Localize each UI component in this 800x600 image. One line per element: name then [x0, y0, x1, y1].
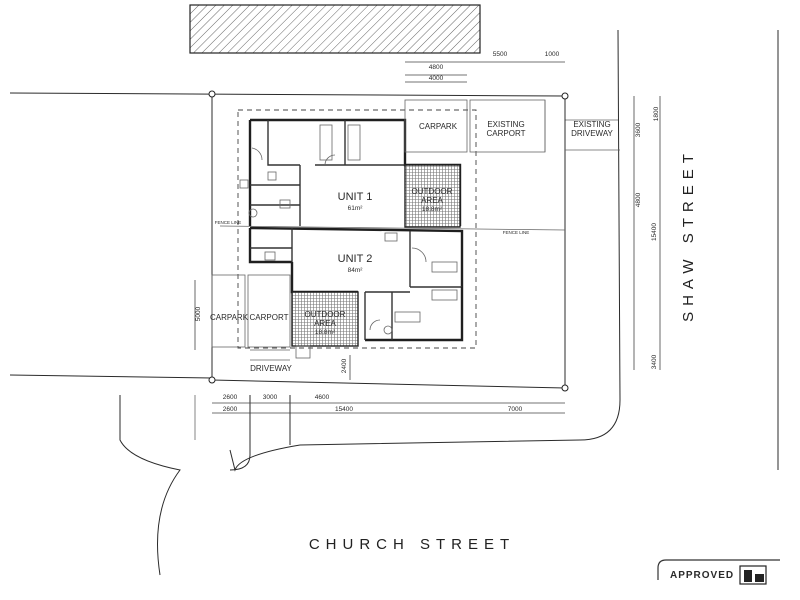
property-boundary — [9, 90, 569, 392]
unit-2-title: UNIT 2 — [338, 253, 373, 265]
dim-3600: 3600 — [635, 122, 642, 137]
dim-1000: 1000 — [545, 51, 560, 58]
shaw-street-label: SHAW STREET — [680, 148, 697, 322]
plan-text: UNIT 1 61m² UNIT 2 84m² OUTDOOR AREA 18.… — [195, 51, 697, 553]
dim-2600-a: 2600 — [223, 394, 238, 401]
existing-driveway-label-b: DRIVEWAY — [571, 129, 613, 138]
outdoor-2-area: 18.8m² — [315, 329, 336, 336]
unit-1-title: UNIT 1 — [338, 191, 373, 203]
outdoor-2-label-b: AREA — [314, 319, 336, 328]
outdoor-1-label-b: AREA — [421, 196, 443, 205]
dim-3400: 3400 — [651, 354, 658, 369]
stamp-logo-icon — [739, 565, 767, 585]
dim-15400-right: 15400 — [651, 223, 658, 241]
dim-4800-top: 4800 — [429, 64, 444, 71]
unit-1-area: 61m² — [348, 205, 364, 212]
approved-stamp: APPROVED — [657, 559, 780, 585]
dimension-lines — [194, 61, 661, 414]
outdoor-area-2 — [291, 291, 359, 347]
existing-driveway-label-a: EXISTING — [573, 120, 610, 129]
outdoor-area-1 — [404, 164, 461, 228]
steps — [295, 345, 311, 359]
dim-2600-b: 2600 — [223, 406, 238, 413]
existing-carport-label-b: CARPORT — [487, 129, 526, 138]
fence-line-right: FENCE LINE — [503, 230, 530, 235]
approved-text: APPROVED — [670, 570, 734, 581]
carpark-left-label: CARPARK — [210, 313, 249, 322]
unit-2-building — [248, 226, 464, 342]
driveway-label: DRIVEWAY — [250, 364, 292, 373]
carport-left-label: CARPORT — [250, 313, 289, 322]
dim-4600: 4600 — [315, 394, 330, 401]
outdoor-1-area: 18.8m² — [422, 206, 443, 213]
dim-5500: 5500 — [493, 51, 508, 58]
car-areas-left — [211, 274, 291, 361]
fence-line-left: FENCE LINE — [215, 220, 242, 225]
dim-3000: 3000 — [263, 394, 278, 401]
dim-2400: 2400 — [341, 358, 348, 373]
dim-4800-right: 4800 — [635, 192, 642, 207]
unit-2-area: 84m² — [348, 267, 364, 274]
carpark-top-label: CARPARK — [419, 122, 458, 131]
dim-7000: 7000 — [508, 406, 523, 413]
car-areas-top — [404, 99, 620, 153]
dim-5000: 5000 — [195, 306, 202, 321]
existing-carport-label-a: EXISTING — [487, 120, 524, 129]
outdoor-1-label-a: OUTDOOR — [412, 187, 453, 196]
neighbour-building — [189, 4, 481, 54]
dim-4000-top: 4000 — [429, 75, 444, 82]
dim-15400-bottom: 15400 — [335, 406, 353, 413]
church-street-label: CHURCH STREET — [309, 536, 515, 553]
outdoor-2-label-a: OUTDOOR — [305, 310, 346, 319]
dim-1800: 1800 — [653, 106, 660, 121]
